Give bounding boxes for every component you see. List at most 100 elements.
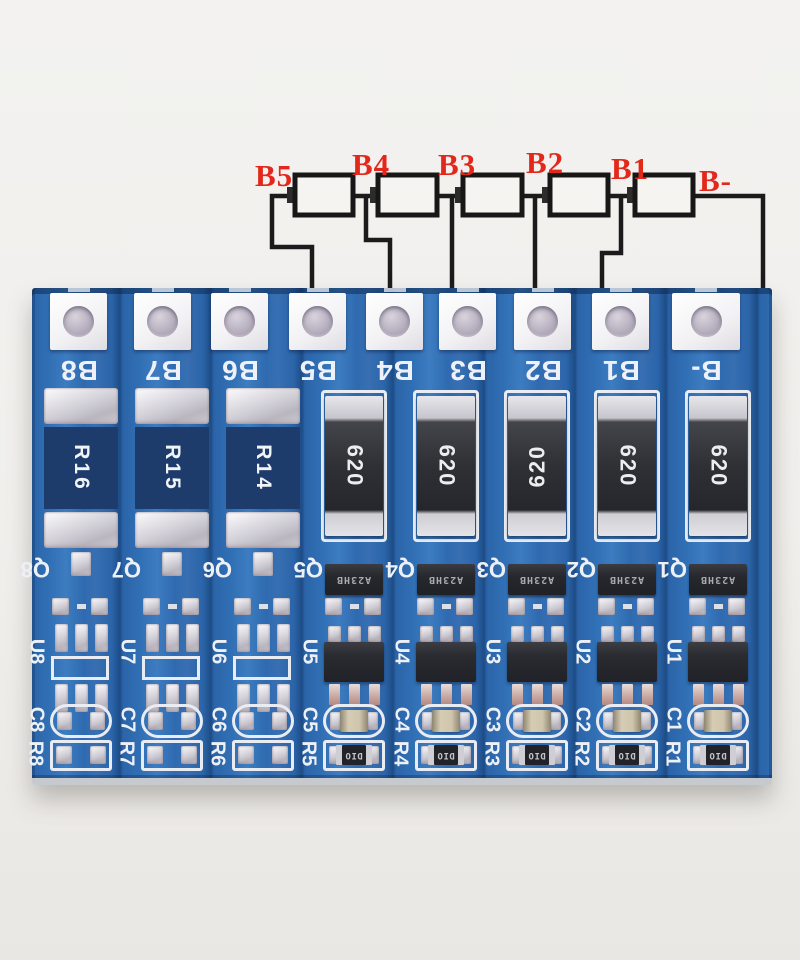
ic-pad: [368, 626, 381, 642]
resistor-pad: [272, 746, 288, 764]
capacitor-ref-label: C8: [25, 706, 48, 733]
resistor-pad: [44, 512, 118, 548]
ic-lead: [441, 684, 452, 705]
transistor-pad: [143, 598, 160, 615]
battery-terminal-nub: [542, 187, 551, 203]
ic-lead: [461, 684, 472, 705]
resistor-value-label: 620: [706, 444, 731, 488]
ic-lead: [713, 684, 724, 705]
ic-pad: [712, 626, 725, 642]
transistor-pad: [253, 552, 273, 576]
capacitor-ref-label: C6: [207, 706, 230, 733]
soic8-ic: [416, 642, 476, 682]
resistor-silkscreen: [685, 390, 751, 542]
sot23-transistor: A23HB: [508, 564, 566, 595]
transistor-pad: [162, 552, 182, 576]
resistor-ref-label: R6: [206, 740, 229, 767]
solder-pad: [134, 293, 191, 350]
transistor-ref-label: Q8: [20, 557, 50, 582]
ic-lead: [733, 684, 744, 705]
sot23-transistor: A23HB: [325, 564, 383, 595]
resistor-ref-label: R3: [480, 740, 503, 767]
smd-resistor: DIO: [428, 745, 464, 765]
capacitor-pad: [239, 712, 254, 730]
capacitor-pad: [148, 712, 163, 730]
resistor-ref-label: R2: [570, 740, 593, 767]
silkscreen-tick: [456, 288, 479, 292]
balance-resistor: 620: [417, 396, 475, 536]
capacitor-pad: [181, 712, 196, 730]
solder-dash: [714, 604, 723, 609]
ic-lead: [642, 684, 653, 705]
resistor-pad: [56, 746, 72, 764]
smd-capacitor: [523, 710, 551, 732]
soic8-ic: [688, 642, 748, 682]
pad-label: B6: [220, 355, 259, 386]
ic-pad: [257, 624, 270, 652]
battery-terminal-label: B1: [611, 151, 650, 186]
solder-dash: [168, 604, 177, 609]
resistor-marking: DIO: [709, 750, 727, 760]
solder-pad: [366, 293, 423, 350]
resistor-silkscreen: [50, 740, 112, 771]
resistor-ref-label: R7: [115, 740, 138, 767]
ic-lead: [421, 684, 432, 705]
resistor-silkscreen: [232, 740, 294, 771]
ic-lead: [622, 684, 633, 705]
resistor-ref-label: R5: [297, 740, 320, 767]
capacitor-silkscreen: [323, 704, 385, 738]
resistor-value-label: 620: [615, 444, 640, 488]
pad-hole: [63, 306, 94, 337]
pad-label: B7: [143, 355, 182, 386]
battery-cell: [542, 172, 611, 218]
silkscreen-tick: [306, 288, 329, 292]
pad-hole: [690, 306, 722, 337]
silkscreen-tick: [609, 288, 632, 292]
smd-capacitor: [613, 710, 641, 732]
resistor-pad: [44, 388, 118, 424]
resistor-silkscreen: [415, 740, 477, 771]
ic-lead: [349, 684, 360, 705]
resistor-ref-label: R15: [161, 444, 184, 492]
ic-ref-label: U3: [481, 638, 504, 665]
capacitor-ref-label: C2: [571, 706, 594, 733]
transistor-pad: [273, 598, 290, 615]
silkscreen-tick: [383, 288, 406, 292]
ic-pad: [511, 626, 524, 642]
transistor-pad: [689, 598, 706, 615]
ic-pad: [732, 626, 745, 642]
resistor-silkscreen: [413, 390, 479, 542]
capacitor-silkscreen: [415, 704, 477, 738]
transistor-pad: [417, 598, 434, 615]
transistor-marking: A23HB: [519, 574, 555, 585]
pad-label: B5: [298, 355, 337, 386]
resistor-silkscreen: [596, 740, 658, 771]
battery-body: [547, 172, 611, 218]
transistor-ref-label: Q7: [111, 557, 141, 582]
capacitor-ref-label: C5: [298, 706, 321, 733]
smd-capacitor: [340, 710, 368, 732]
ic-pad: [348, 626, 361, 642]
ic-silkscreen: [51, 656, 109, 680]
ic-lead: [369, 684, 380, 705]
pad-label: B-: [690, 355, 722, 386]
balance-resistor: 620: [508, 396, 566, 536]
resistor-value-label: 620: [342, 444, 367, 488]
ic-lead: [512, 684, 523, 705]
silkscreen-tick: [531, 288, 554, 292]
battery-body: [292, 172, 356, 218]
ic-pad: [551, 626, 564, 642]
capacitor-silkscreen: [506, 704, 568, 738]
transistor-ref-label: Q2: [566, 557, 596, 582]
balance-resistor: 620: [598, 396, 656, 536]
resistor-silkscreen: [504, 390, 570, 542]
pad-label: B3: [448, 355, 487, 386]
ic-ref-label: U2: [571, 638, 594, 665]
transistor-marking: A23HB: [336, 574, 372, 585]
resistor-marking: DIO: [437, 750, 455, 760]
resistor-silkscreen: [506, 740, 568, 771]
sot23-transistor: A23HB: [598, 564, 656, 595]
